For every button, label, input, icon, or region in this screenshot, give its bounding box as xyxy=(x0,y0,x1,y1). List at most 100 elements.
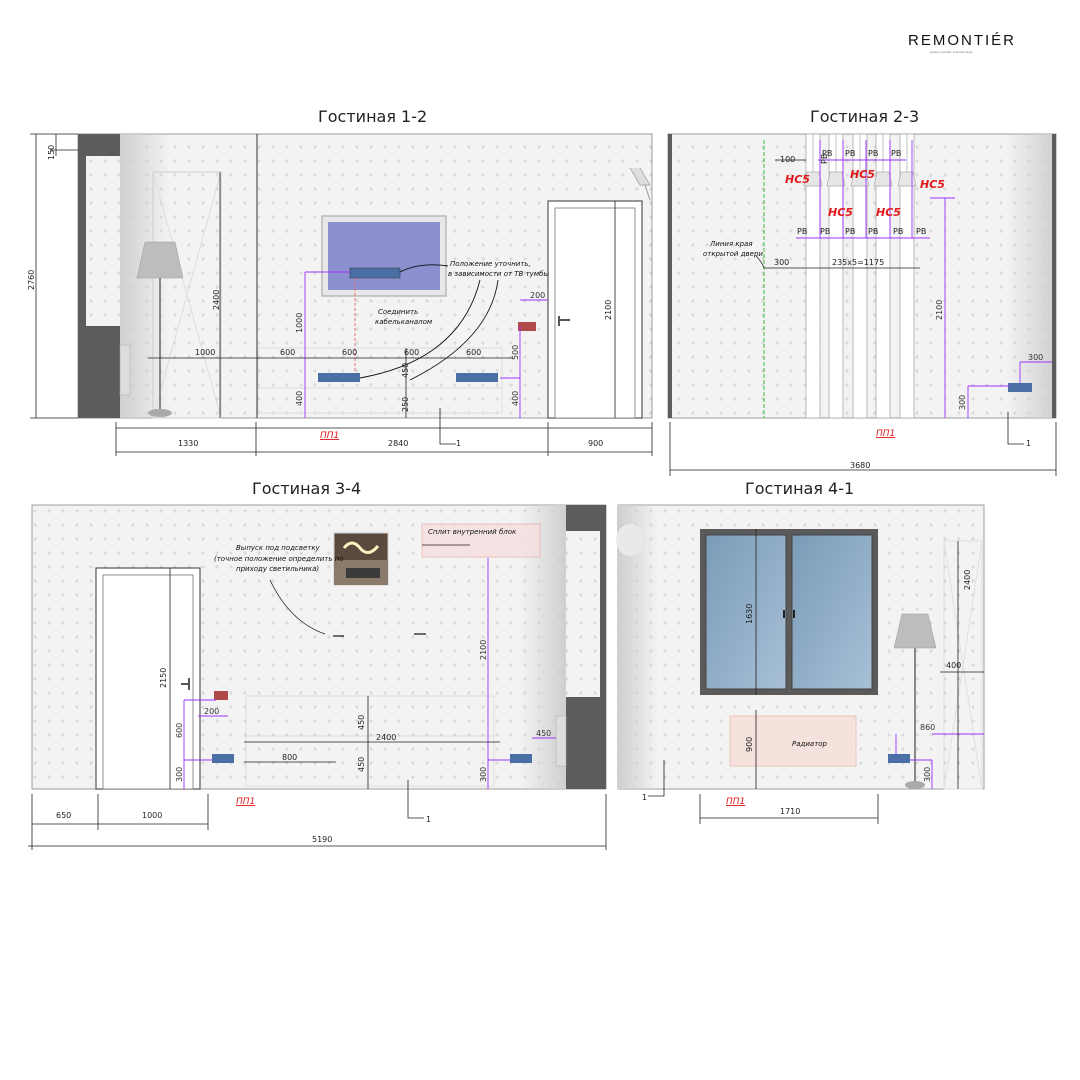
dim-label: 500 xyxy=(511,345,520,360)
dim-label: 300 xyxy=(774,258,789,267)
dim-label: 860 xyxy=(920,723,935,732)
dim-label: 450 xyxy=(401,363,410,378)
dim-label: 2400 xyxy=(376,733,396,742)
rb-label: РВ xyxy=(820,154,829,164)
mirror xyxy=(152,171,222,419)
dim-label: 900 xyxy=(588,439,603,448)
note: Соединить xyxy=(378,308,418,316)
dim-lines-black xyxy=(669,159,1057,476)
dim-lines xyxy=(183,558,556,789)
sconce-shadow xyxy=(616,524,644,556)
dim-label: 300 xyxy=(1028,353,1043,362)
note: в зависимости от ТВ тумбы xyxy=(448,270,549,278)
column xyxy=(566,697,606,789)
window-handle-icon xyxy=(783,610,795,618)
split-unit xyxy=(421,523,541,558)
dim-label: 600 xyxy=(280,348,295,357)
wall-slats xyxy=(805,133,915,419)
dim-label: 450 xyxy=(357,757,366,772)
fixture-label: НС5 xyxy=(920,178,945,191)
window-pane xyxy=(791,534,873,690)
dim-label: 450 xyxy=(536,729,551,738)
fixture-label: НС5 xyxy=(785,173,810,186)
dim-label: 250 xyxy=(401,397,410,412)
door-handle-icon xyxy=(558,316,570,326)
mirror xyxy=(943,540,983,790)
fixture-label: НС5 xyxy=(828,206,853,219)
pendant-lamp-icon xyxy=(803,134,917,187)
dim-label: 1000 xyxy=(195,348,215,357)
note: приходу светильника) xyxy=(236,565,319,573)
rb-label: РВ xyxy=(891,149,901,158)
note: (точное положение определить по xyxy=(214,555,344,563)
radiator xyxy=(729,715,857,767)
tv-unit xyxy=(257,387,503,414)
tag-label: ПП1 xyxy=(876,429,895,439)
column xyxy=(1052,134,1056,418)
dim-label: 150 xyxy=(47,145,56,160)
note: Выпуск под подсветку xyxy=(236,544,321,552)
split-label: Сплит внутренний блок xyxy=(428,528,517,536)
dim-lines xyxy=(796,140,1052,418)
dim-label: 2400 xyxy=(212,290,221,310)
dim-label: 2150 xyxy=(159,668,168,688)
rb-label: РВ xyxy=(822,149,832,158)
dim-label: 1710 xyxy=(780,807,800,816)
socket-block xyxy=(510,754,532,763)
dim-label: 2760 xyxy=(27,270,36,290)
dim-label: 400 xyxy=(946,661,961,670)
tag-label: ПП1 xyxy=(320,431,339,441)
marker-label: 1 xyxy=(642,793,647,802)
elevation-living-2-3: Гостиная 2-3 xyxy=(667,107,1057,476)
dim-label: 200 xyxy=(530,291,545,300)
rb-label: РВ xyxy=(845,149,855,158)
dim-lines-black xyxy=(648,529,984,824)
dim-label: 300 xyxy=(958,395,967,410)
rb-label: РВ xyxy=(893,227,903,236)
labels-rb: РВ РВ РВ РВ РВ РВ РВ РВ РВ РВ РВ xyxy=(797,149,926,236)
mirror-cross xyxy=(943,540,983,790)
rb-label: РВ xyxy=(916,227,926,236)
dim-label: 300 xyxy=(479,767,488,782)
tag-label: ПП1 xyxy=(236,797,255,807)
rb-label: РВ xyxy=(868,149,878,158)
dim-label: 2400 xyxy=(963,570,972,590)
socket-block xyxy=(1008,383,1032,392)
dim-label: 5190 xyxy=(312,835,332,844)
note: кабельканалом xyxy=(375,318,433,326)
tv-screen xyxy=(328,222,440,290)
radiator-label: Радиатор xyxy=(792,740,828,748)
window-pane xyxy=(705,534,787,690)
dim-label: 300 xyxy=(923,767,932,782)
panel-title: Гостиная 1-2 xyxy=(318,107,427,126)
door-handle-icon xyxy=(181,678,190,690)
dim-lines-black xyxy=(28,544,607,850)
wall-sconce-icon xyxy=(629,167,651,201)
column xyxy=(668,134,672,418)
socket-block xyxy=(456,373,498,382)
dim-label: 235x5=1175 xyxy=(832,258,884,267)
dim-label: 200 xyxy=(204,707,219,716)
dim-label: 2100 xyxy=(479,640,488,660)
door-leaf xyxy=(102,574,194,790)
dim-label: 650 xyxy=(56,811,71,820)
note: открытой двери xyxy=(703,250,763,258)
brand-logo: REMONTIÉR ремонт. дизайн. комплектация xyxy=(908,32,1014,54)
switch-block xyxy=(518,322,536,331)
dim-label: 1330 xyxy=(178,439,198,448)
panel-title: Гостиная 3-4 xyxy=(252,479,361,498)
socket-block xyxy=(318,373,360,382)
dim-label: 600 xyxy=(466,348,481,357)
fixture-label: НС5 xyxy=(850,168,875,181)
brand-tagline: ремонт. дизайн. комплектация xyxy=(930,50,973,54)
note: Линия края xyxy=(709,240,753,248)
dim-label: 2100 xyxy=(935,300,944,320)
marker-label: 1 xyxy=(1026,439,1031,448)
dim-label: 1630 xyxy=(745,604,754,624)
column xyxy=(78,156,86,326)
dim-label: 2840 xyxy=(388,439,408,448)
dim-label: 3680 xyxy=(850,461,870,470)
dim-label: 1000 xyxy=(142,811,162,820)
dim-label: 2100 xyxy=(604,300,613,320)
